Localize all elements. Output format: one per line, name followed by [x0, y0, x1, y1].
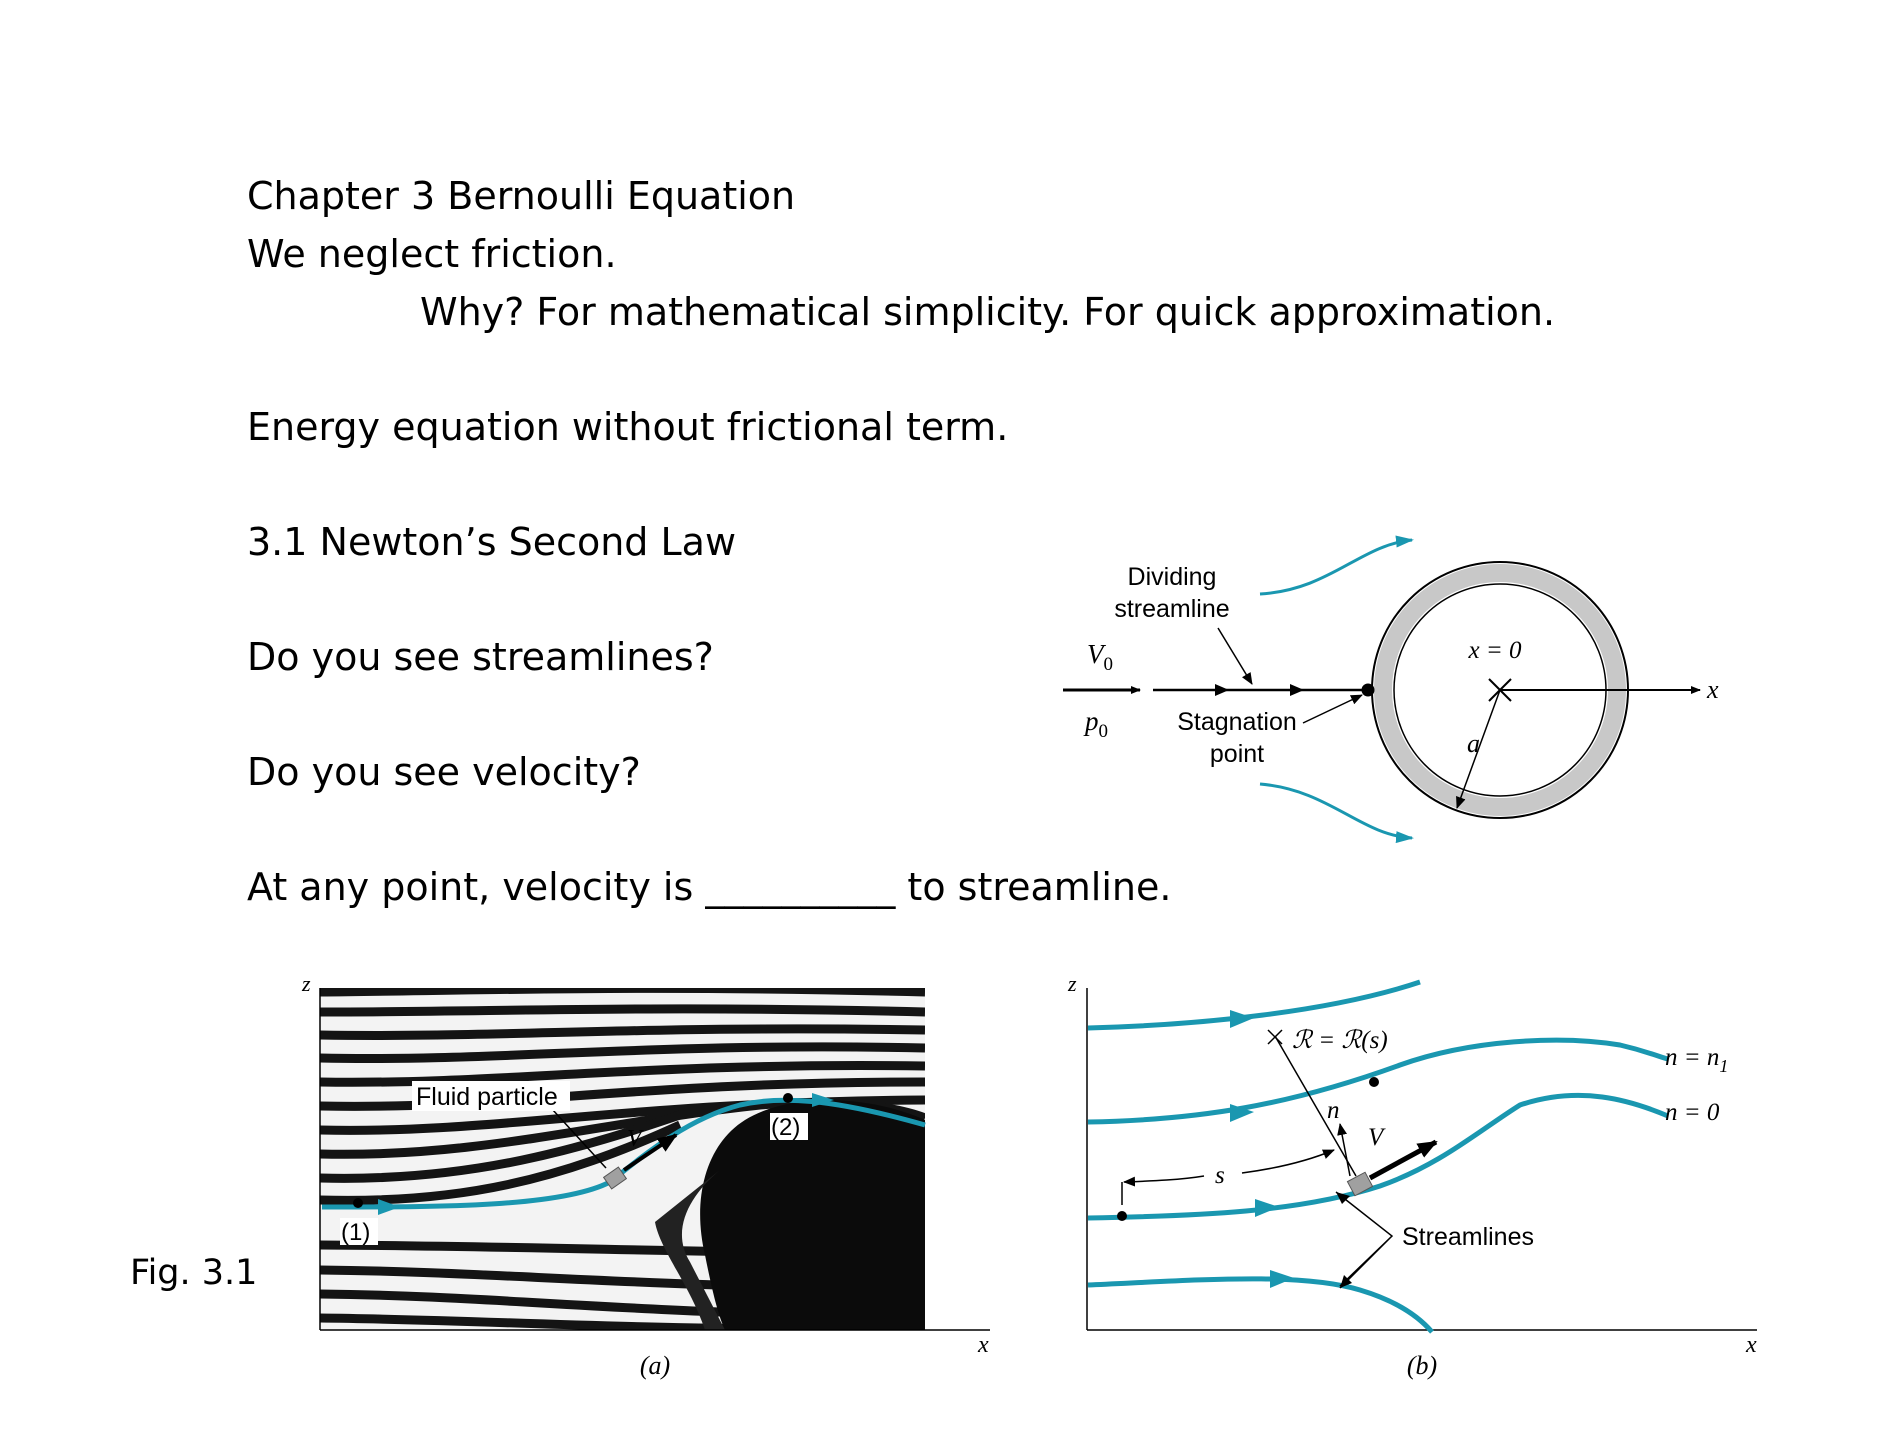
velocity-arrow	[622, 1133, 678, 1172]
flow-arrow-bottom	[1270, 1270, 1294, 1288]
particle-label-bg	[412, 1081, 570, 1111]
fluid-particle-label: Fluid particle	[416, 1083, 558, 1111]
dividing-flow-arrow-2	[1290, 684, 1304, 696]
upper-deflected-streamline	[1259, 535, 1414, 596]
figure-a: Fluid particle V (1) (2) z x (a)	[301, 971, 990, 1380]
point-1-dot	[353, 1198, 363, 1208]
flow-arrow-n1	[1230, 1104, 1254, 1122]
fluid-particle	[602, 1166, 628, 1190]
curvature-radius-line	[1274, 1035, 1357, 1177]
p0-label: p0	[1083, 706, 1108, 742]
stagnation-point-dot	[1361, 683, 1375, 697]
point-2-dot	[783, 1093, 793, 1103]
point-2-label-bg	[770, 1113, 808, 1140]
chapter-title: Chapter 3 Bernoulli Equation	[247, 174, 796, 218]
x-equals-zero-label: x = 0	[1468, 637, 1522, 664]
point-1-label-bg	[340, 1218, 378, 1245]
n0-label: n = 0	[1665, 1099, 1720, 1126]
radius-of-curvature-label: ℛ = ℛ(s)	[1292, 1027, 1388, 1054]
velocity-arrow-b	[1368, 1139, 1438, 1181]
curvature-center-mark	[1267, 1029, 1283, 1045]
dividing-label-1: Dividing	[1128, 563, 1217, 591]
x-label-a: x	[977, 1332, 989, 1358]
section-heading: 3.1 Newton’s Second Law	[247, 520, 737, 564]
flow-arrow-n0	[1255, 1199, 1279, 1217]
energy-line: Energy equation without frictional term.	[247, 405, 1009, 449]
n1-label: n = n1	[1665, 1044, 1728, 1076]
cylinder-silhouette	[700, 1100, 925, 1330]
point-1-label: (1)	[341, 1219, 370, 1246]
neglect-line: We neglect friction.	[247, 232, 617, 276]
velocity-label-b: V	[1368, 1124, 1386, 1151]
x-label-b: x	[1745, 1332, 1757, 1358]
origin-dot	[1117, 1211, 1127, 1221]
dividing-leader	[1217, 627, 1253, 685]
fluid-particle-b	[1346, 1171, 1374, 1197]
flow-arrow-1	[378, 1199, 400, 1215]
normal-label: n	[1327, 1097, 1340, 1124]
velocity-label: V	[627, 1126, 644, 1152]
z-label-b: z	[1067, 971, 1077, 996]
figure-label: Fig. 3.1	[130, 1253, 258, 1293]
streamlines-leader-tip-2	[1340, 1275, 1352, 1288]
z-label-a: z	[301, 971, 311, 996]
question-velocity: Do you see velocity?	[247, 750, 641, 794]
point-2-label: (2)	[771, 1114, 800, 1141]
streamline-top	[1087, 979, 1421, 1031]
stagnation-label-1: Stagnation	[1177, 708, 1297, 736]
dividing-label-2: streamline	[1114, 595, 1229, 623]
figure-b: z x (b) ℛ = ℛ(s) n V s n = n1 n = 0 Stre…	[1067, 971, 1757, 1380]
streamlines-leader	[1335, 1191, 1394, 1289]
streamlines-leader-tip-1	[1336, 1192, 1350, 1204]
particle-leader	[551, 1108, 607, 1169]
streamlines-label: Streamlines	[1402, 1223, 1534, 1251]
v0-label: V0	[1087, 639, 1113, 675]
radius-label: a	[1467, 729, 1480, 758]
caption-a: (a)	[640, 1351, 670, 1380]
stagnation-flow-diagram: Dividing streamline V0 p0 Stagnation poi…	[1063, 535, 1719, 844]
flow-arrow-top	[1230, 1010, 1254, 1028]
streamline-bottom	[1087, 1276, 1434, 1334]
why-line: Why? For mathematical simplicity. For qu…	[420, 290, 1556, 334]
flow-arrow-2	[812, 1093, 834, 1107]
x-axis-label: x	[1706, 675, 1719, 704]
fill-blank-line: At any point, velocity is __________ to …	[247, 865, 1172, 909]
normal-arrow	[1337, 1123, 1351, 1177]
question-streamlines: Do you see streamlines?	[247, 635, 714, 679]
caption-b: (b)	[1407, 1351, 1437, 1380]
streamline-n0	[1087, 1092, 1669, 1221]
reference-dot-n1	[1369, 1077, 1379, 1087]
s-arc-right	[1241, 1149, 1335, 1174]
lower-deflected-streamline	[1259, 782, 1414, 844]
radius-line	[1456, 689, 1501, 809]
streamline-n1	[1087, 1037, 1669, 1125]
stagnation-wake	[655, 1170, 725, 1330]
stagnation-leader	[1302, 694, 1363, 724]
dividing-flow-arrow-1	[1215, 684, 1229, 696]
stagnation-label-2: point	[1210, 740, 1264, 768]
s-arc-left	[1123, 1175, 1205, 1187]
s-label: s	[1215, 1162, 1225, 1189]
